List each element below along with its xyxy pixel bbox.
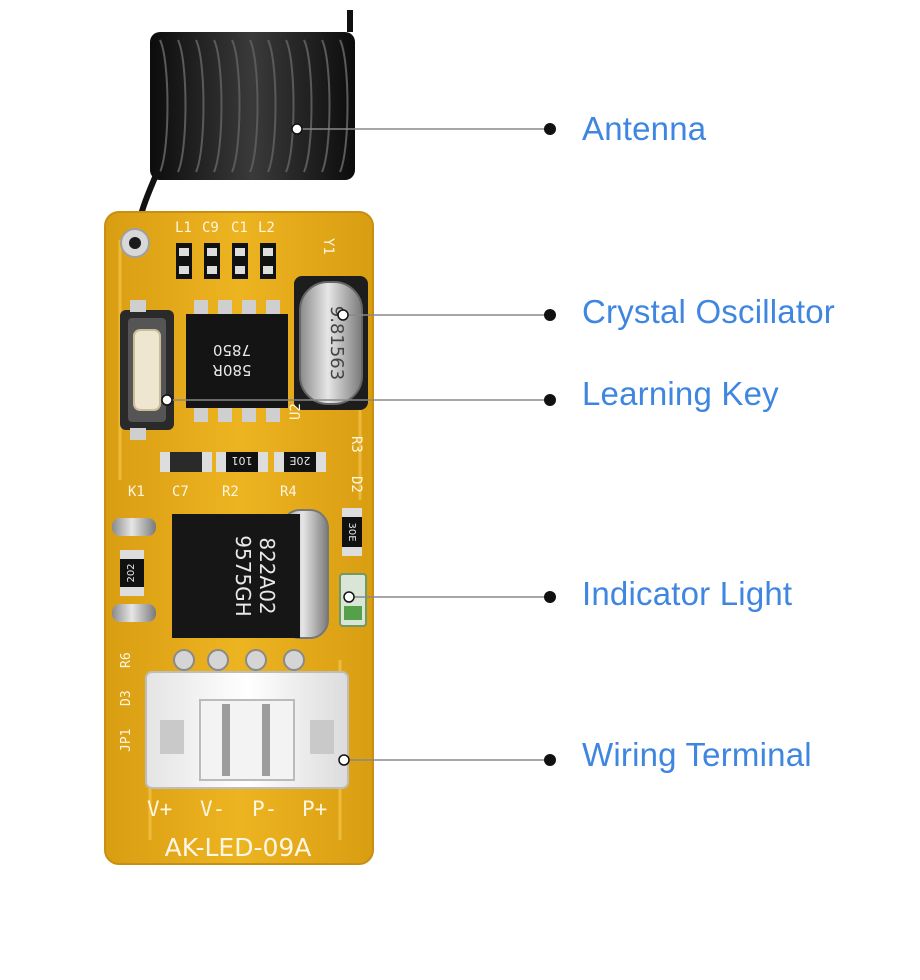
silk-k1: K1 xyxy=(128,484,145,500)
board-model-marking: AK-LED-09A xyxy=(165,833,312,862)
label-indicator-light: Indicator Light xyxy=(582,575,793,612)
silk-pin-vplus: V+ xyxy=(147,797,172,821)
silk-c7: C7 xyxy=(172,484,189,500)
silk-r6: R6 xyxy=(119,652,134,668)
label-antenna: Antenna xyxy=(582,110,707,147)
callout-lines xyxy=(161,123,556,766)
antenna-coil-body xyxy=(150,32,355,180)
resistor-r2 xyxy=(216,452,268,472)
antenna-coil-turn xyxy=(195,39,205,173)
dot-crystal xyxy=(544,309,556,321)
pcb-board: L1 C9 C1 L2 Y1 xyxy=(104,211,374,865)
terminal-solder-pins xyxy=(173,649,305,671)
dot-learning-key xyxy=(544,394,556,406)
ic-580r-line1: 580R xyxy=(212,361,251,379)
silk-y1: Y1 xyxy=(320,238,336,255)
ic-580r-line2: 7850 xyxy=(213,341,251,359)
anchor-wiring xyxy=(338,754,350,766)
label-wiring-terminal: Wiring Terminal xyxy=(582,736,812,773)
top-inductors-capacitors xyxy=(176,243,276,279)
resistor-r3-code: 30E xyxy=(346,522,357,541)
anchor-crystal xyxy=(337,309,349,321)
silk-r3: R3 xyxy=(348,436,364,453)
learning-key xyxy=(120,300,174,440)
dot-indicator xyxy=(544,591,556,603)
resistor-r2-code: 101 xyxy=(232,454,253,467)
label-learning-key: Learning Key xyxy=(582,375,779,412)
ic-580r: 580R 7850 xyxy=(186,300,288,422)
resistor-r3: 30E xyxy=(342,508,362,556)
antenna-coil-turn xyxy=(213,39,223,173)
silk-r2: R2 xyxy=(222,484,239,500)
antenna-coil-turn xyxy=(285,39,295,173)
anchor-antenna xyxy=(291,123,303,135)
capacitor-c7 xyxy=(160,452,212,472)
silk-d3: D3 xyxy=(119,690,134,706)
crystal-oscillator: 9.81563 xyxy=(294,276,368,410)
antenna-coil-turn xyxy=(339,39,349,173)
antenna-coil-turn xyxy=(177,39,187,173)
silk-l2: L2 xyxy=(258,220,275,236)
silk-c9: C9 xyxy=(202,220,219,236)
antenna-coil-turn xyxy=(303,39,313,173)
silk-jp1: JP1 xyxy=(119,729,134,752)
crystal-marking: 9.81563 xyxy=(326,306,347,380)
silk-r4: R4 xyxy=(280,484,297,500)
silk-pin-vminus: V- xyxy=(200,797,225,821)
regulator-line1: 9575GH xyxy=(231,535,255,616)
silk-d2: D2 xyxy=(348,476,364,493)
antenna-coil xyxy=(132,10,355,239)
label-crystal-oscillator: Crystal Oscillator xyxy=(582,293,835,330)
antenna-coil-turns xyxy=(159,39,349,173)
dot-antenna xyxy=(544,123,556,135)
silk-pin-pminus: P- xyxy=(252,797,277,821)
silk-u2: U2 xyxy=(288,403,304,420)
resistor-r4 xyxy=(274,452,326,472)
regulator-line2: 822A02 xyxy=(255,537,279,614)
antenna-coil-turn xyxy=(321,39,331,173)
resistor-row: 101 20E xyxy=(160,452,326,472)
antenna-coil-turn xyxy=(159,39,169,173)
antenna-coil-turn xyxy=(231,39,241,173)
dot-wiring xyxy=(544,754,556,766)
antenna-coil-turn xyxy=(267,39,277,173)
regulator-package xyxy=(172,514,300,638)
voltage-regulator: 9575GH 822A02 xyxy=(112,509,329,639)
learning-key-button xyxy=(133,329,161,411)
silk-c1: C1 xyxy=(231,220,248,236)
silk-pin-pplus: P+ xyxy=(302,797,327,821)
anchor-learning-key xyxy=(161,394,173,406)
anchor-indicator xyxy=(343,591,355,603)
antenna-solder-joint xyxy=(129,237,141,249)
ic-580r-package xyxy=(186,314,288,408)
resistor-r6-code: 202 xyxy=(126,563,137,582)
resistor-r4-code: 20E xyxy=(289,454,310,467)
resistor-r6: 202 xyxy=(120,550,144,596)
silk-l1: L1 xyxy=(175,220,192,236)
wiring-terminal xyxy=(145,671,349,789)
antenna-coil-turn xyxy=(249,39,259,173)
